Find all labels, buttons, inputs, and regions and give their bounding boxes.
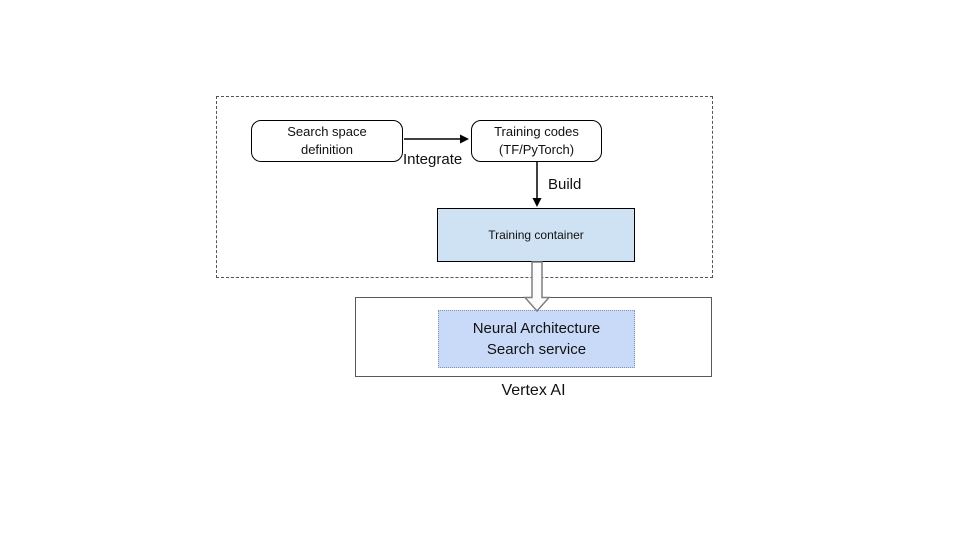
integrate-edge-label: Integrate — [403, 151, 463, 168]
nas-service-label: Neural Architecture Search service — [472, 320, 601, 358]
nas-service-node: Neural Architecture Search service — [438, 310, 635, 368]
user-environment-group — [216, 96, 713, 278]
training-container-node: Training container — [437, 208, 635, 262]
vertex-ai-caption: Vertex AI — [501, 382, 566, 399]
search-space-definition-label: Search space definition — [287, 124, 367, 157]
search-space-definition-node: Search space definition — [251, 120, 403, 162]
training-container-label: Training container — [488, 228, 584, 242]
training-codes-label: Training codes (TF/PyTorch) — [494, 124, 579, 157]
build-edge-label: Build — [548, 176, 582, 193]
training-codes-node: Training codes (TF/PyTorch) — [471, 120, 602, 162]
